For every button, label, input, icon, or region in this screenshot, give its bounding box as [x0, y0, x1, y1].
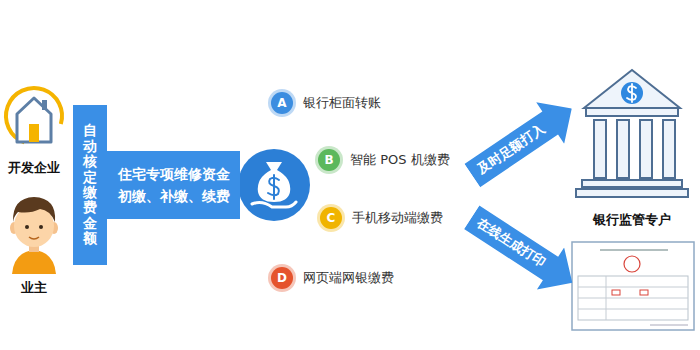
bank-column — [663, 120, 675, 178]
option-circle: C手机移动端缴费 — [320, 207, 342, 229]
receipt-row — [578, 287, 688, 288]
person-hair — [13, 197, 55, 222]
receipt-col — [606, 276, 607, 320]
process-band: 住宅专项维修资金 初缴、补缴、续费 — [107, 151, 240, 219]
bank-column — [617, 120, 629, 178]
bank-coin — [621, 82, 643, 104]
caption-label: 开发企业 — [8, 159, 60, 177]
party-label: 业主 — [21, 279, 47, 297]
receipt-paper — [572, 242, 694, 330]
money-hand — [252, 202, 296, 207]
bank-roof — [584, 70, 680, 108]
arrow-body — [458, 88, 585, 197]
person-shirt — [12, 250, 56, 274]
option-letter: A — [271, 92, 293, 114]
house-chimney — [42, 100, 47, 110]
receipt-footer — [650, 325, 688, 326]
bank-column — [640, 120, 652, 178]
money-icon — [238, 149, 310, 221]
option-label: 手机移动端缴费 — [352, 209, 443, 227]
bank-step — [582, 180, 682, 187]
house-body — [17, 98, 51, 142]
flow-arrow: 在线生成打印 — [458, 196, 586, 303]
option-letter: C — [320, 207, 342, 229]
receipt-title — [600, 249, 668, 251]
option-circle: A银行柜面转账 — [271, 92, 293, 114]
receipt-mark — [612, 290, 620, 295]
bank-icon — [576, 70, 688, 197]
band-label: 住宅专项维修资金 初缴、补缴、续费 — [116, 163, 232, 207]
vertical-label: 自动核定缴费金额 — [83, 123, 97, 246]
house-door — [29, 124, 39, 142]
option-letter: D — [271, 267, 293, 289]
bank-step — [576, 189, 688, 197]
option-label: 网页端网银缴费 — [303, 269, 394, 287]
receipt-table — [578, 276, 688, 320]
person-eye — [25, 225, 29, 229]
caption-label: 银行监管专户 — [593, 211, 671, 229]
arrow-label: 及时足额打入 — [464, 111, 558, 187]
option-label: 银行柜面转账 — [303, 94, 381, 112]
house-icon — [0, 80, 70, 152]
person-eye — [39, 225, 43, 229]
flow-arrow: 及时足额打入 — [458, 88, 585, 197]
option-circle: D网页端网银缴费 — [271, 267, 293, 289]
bank-sign — [627, 84, 636, 102]
account-label: 银行监管专户 — [593, 211, 671, 229]
money-bag — [258, 162, 290, 202]
option-letter: B — [318, 149, 340, 171]
option-circle: B智能 POS 机缴费 — [318, 149, 340, 171]
arrow-label: 在线生成打印 — [464, 206, 558, 281]
caption-label: 业主 — [21, 279, 47, 297]
receipt-stamp — [624, 256, 640, 272]
receipt-row — [578, 309, 688, 310]
bank-column — [594, 120, 606, 178]
receipt-icon — [572, 242, 694, 330]
receipt-mark — [640, 290, 648, 295]
person-icon — [10, 197, 58, 274]
money-circle — [238, 149, 310, 221]
option-label: 智能 POS 机缴费 — [350, 151, 450, 169]
party-label: 开发企业 — [8, 159, 60, 177]
person-mouth — [29, 237, 39, 239]
process-bar: 自动核定缴费金额 — [73, 105, 107, 265]
bank-beam — [586, 108, 678, 116]
receipt-row — [578, 298, 688, 299]
house-ring — [0, 80, 70, 152]
money-sign — [268, 175, 279, 199]
arrow-body — [458, 196, 586, 303]
